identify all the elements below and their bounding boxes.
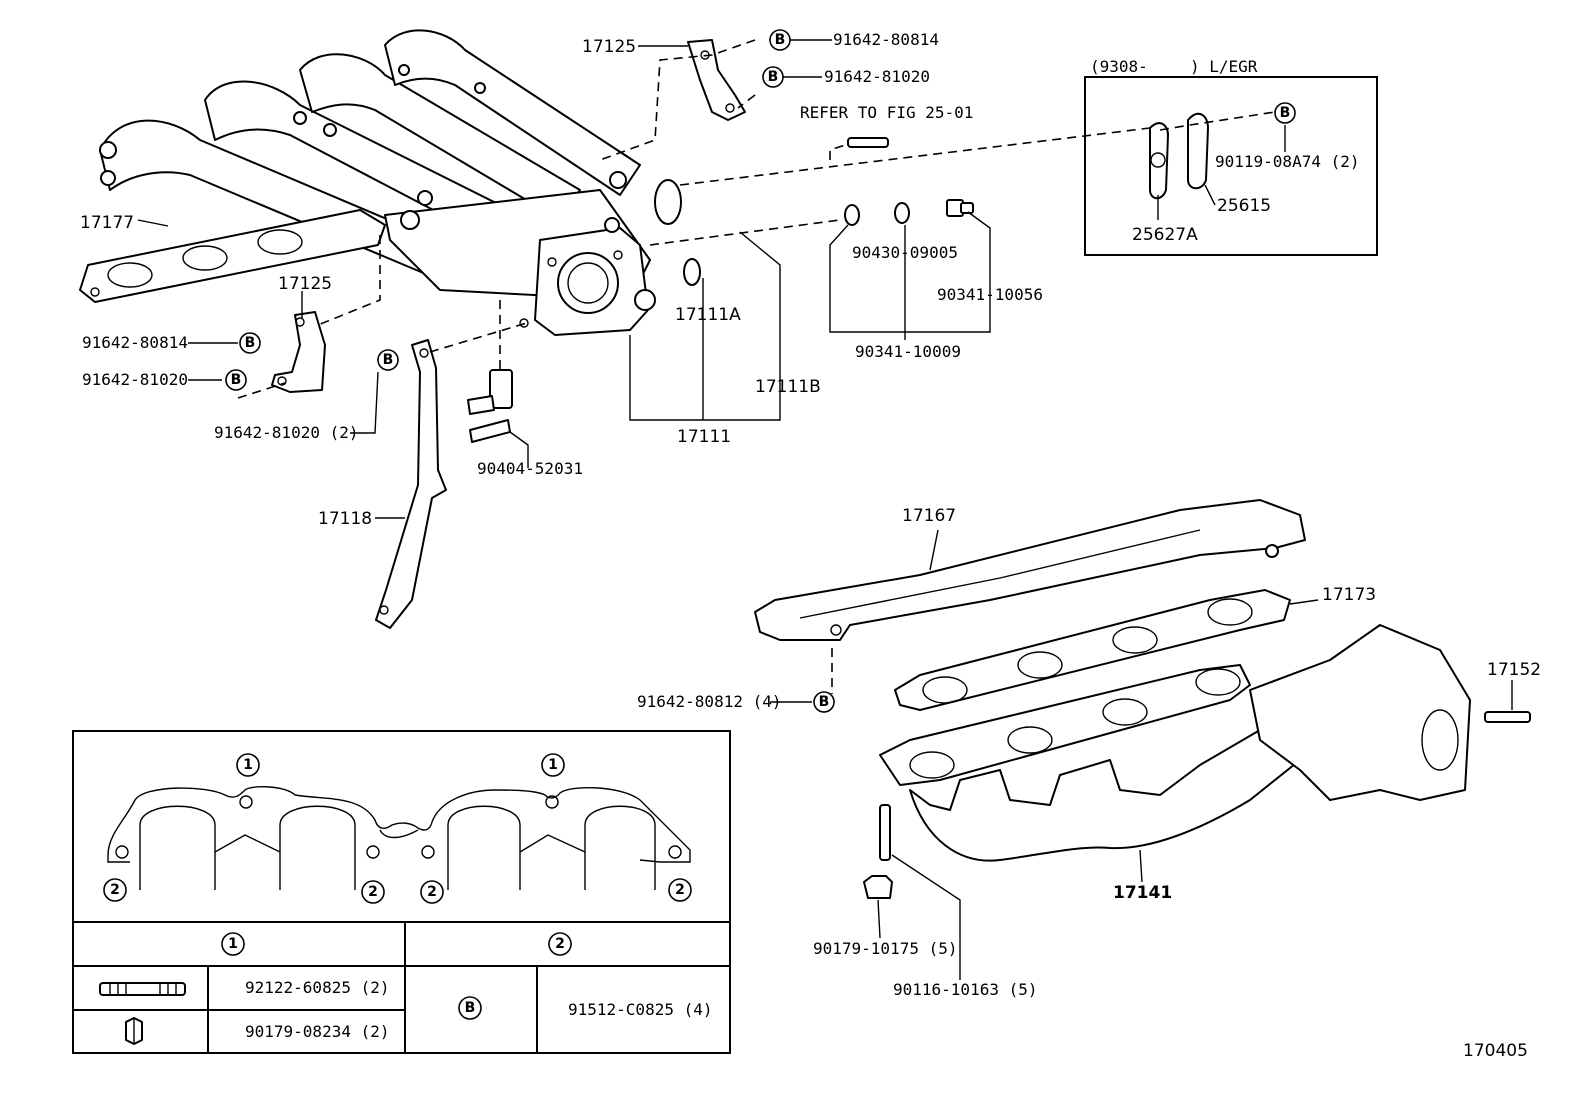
gasket-17173 (894, 589, 1291, 711)
table-header-2: 2 (548, 932, 572, 956)
legend-b-symbol: B (458, 996, 482, 1020)
label-90119-08A74: 90119-08A74 (2) (1215, 152, 1360, 171)
stud-refer-fig (847, 137, 889, 148)
exhaust-manifold-17141 (879, 624, 1471, 862)
label-17111A: 17111A (675, 305, 741, 325)
b-symbol: B (1274, 102, 1296, 124)
svg-text:2: 2 (110, 882, 120, 898)
egr-header-right: ) L/EGR (1190, 57, 1258, 76)
svg-text:B: B (231, 372, 242, 388)
fitting-90404-52031 (467, 369, 513, 443)
label-17111B: 17111B (755, 377, 821, 397)
svg-text:B: B (465, 1000, 476, 1016)
svg-text:B: B (245, 335, 256, 351)
label-17152: 17152 (1487, 660, 1541, 680)
svg-text:1: 1 (243, 757, 253, 773)
heat-insulator-17167 (754, 499, 1306, 641)
refer-note: REFER TO FIG 25-01 (800, 103, 973, 122)
egr-plate-25615 (1187, 112, 1209, 190)
egr-box (1084, 76, 1378, 256)
b-symbol: B (762, 66, 784, 88)
b-symbol: B (813, 691, 835, 713)
assembly-lines (237, 39, 1276, 694)
gasket-17177 (79, 209, 386, 303)
callout-2: 2 (361, 880, 385, 904)
label-17177: 17177 (80, 213, 134, 233)
svg-text:2: 2 (368, 884, 378, 900)
label-17141: 17141 (1113, 883, 1172, 903)
label-90430-09005: 90430-09005 (852, 243, 958, 262)
label-91642-81020-left: 91642-81020 (82, 370, 188, 389)
svg-text:B: B (1280, 105, 1291, 121)
svg-text:2: 2 (427, 884, 437, 900)
label-90179-10175: 90179-10175 (5) (813, 939, 958, 958)
svg-text:1: 1 (228, 936, 238, 952)
label-17167: 17167 (902, 506, 956, 526)
b-symbol: B (225, 369, 247, 391)
leader-lines (137, 39, 1513, 980)
table-header-1: 1 (221, 932, 245, 956)
svg-text:B: B (768, 69, 779, 85)
nut-icon (125, 1017, 143, 1045)
bolt-90341-10056 (946, 199, 974, 217)
ring-90430-a (844, 204, 860, 226)
legend-col2-part: 91512-C0825 (4) (568, 1000, 713, 1019)
stud-90116-10163 (879, 804, 891, 861)
callout-1: 1 (236, 753, 260, 777)
label-91642-80812: 91642-80812 (4) (637, 692, 782, 711)
svg-text:B: B (819, 694, 830, 710)
part-labels: 17125 91642-80814 91642-81020 REFER TO F… (80, 30, 1541, 1061)
legend-row1-part: 92122-60825 (2) (245, 978, 390, 997)
svg-text:B: B (775, 32, 786, 48)
part-17111B-plug (654, 179, 682, 225)
b-symbol: B (769, 29, 791, 51)
b-symbol: B (239, 332, 261, 354)
label-91642-81020-2: 91642-81020 (2) (214, 423, 359, 442)
intake-manifold (99, 29, 656, 336)
b-symbol: B (377, 349, 399, 371)
svg-text:2: 2 (675, 882, 685, 898)
bracket-17125-left (271, 311, 326, 393)
ring-90430-09005 (894, 202, 910, 224)
callout-1: 1 (541, 753, 565, 777)
label-90404-52031: 90404-52031 (477, 459, 583, 478)
label-90341-10056: 90341-10056 (937, 285, 1043, 304)
callout-2: 2 (668, 878, 692, 902)
label-90341-10009: 90341-10009 (855, 342, 961, 361)
label-25615: 25615 (1217, 196, 1271, 216)
label-25627A: 25627A (1132, 225, 1198, 245)
svg-text:B: B (383, 352, 394, 368)
label-17125-left: 17125 (278, 274, 332, 294)
label-17125-top: 17125 (582, 37, 636, 57)
stud-17152 (1484, 711, 1531, 723)
label-17118: 17118 (318, 509, 372, 529)
part-17111A-plug (683, 258, 701, 286)
legend-row2-part: 90179-08234 (2) (245, 1022, 390, 1041)
svg-text:1: 1 (548, 757, 558, 773)
circled-b-symbols: B B B B B B B (225, 29, 1296, 713)
label-91642-80814-top: 91642-80814 (833, 30, 939, 49)
label-17111: 17111 (677, 427, 731, 447)
label-91642-80814-left: 91642-80814 (82, 333, 188, 352)
legend-table: 1 1 2 2 2 2 1 2 92122-60825 (2) 90179-08… (72, 730, 731, 1054)
label-17173: 17173 (1322, 585, 1376, 605)
label-90116-10163: 90116-10163 (5) (893, 980, 1038, 999)
svg-text:2: 2 (555, 936, 565, 952)
bracket-17125-top (687, 39, 746, 121)
legend-gasket-drawing (107, 786, 691, 890)
label-91642-81020-top: 91642-81020 (824, 67, 930, 86)
diagram-code: 170405 (1463, 1041, 1528, 1061)
stud-icon (99, 982, 186, 996)
callout-2: 2 (103, 878, 127, 902)
egr-header-left: (9308- (1090, 57, 1148, 76)
support-rod-17118 (375, 339, 447, 629)
callout-2: 2 (420, 880, 444, 904)
nut-90179-10175 (863, 875, 893, 899)
egr-gasket-25627A (1149, 122, 1169, 200)
